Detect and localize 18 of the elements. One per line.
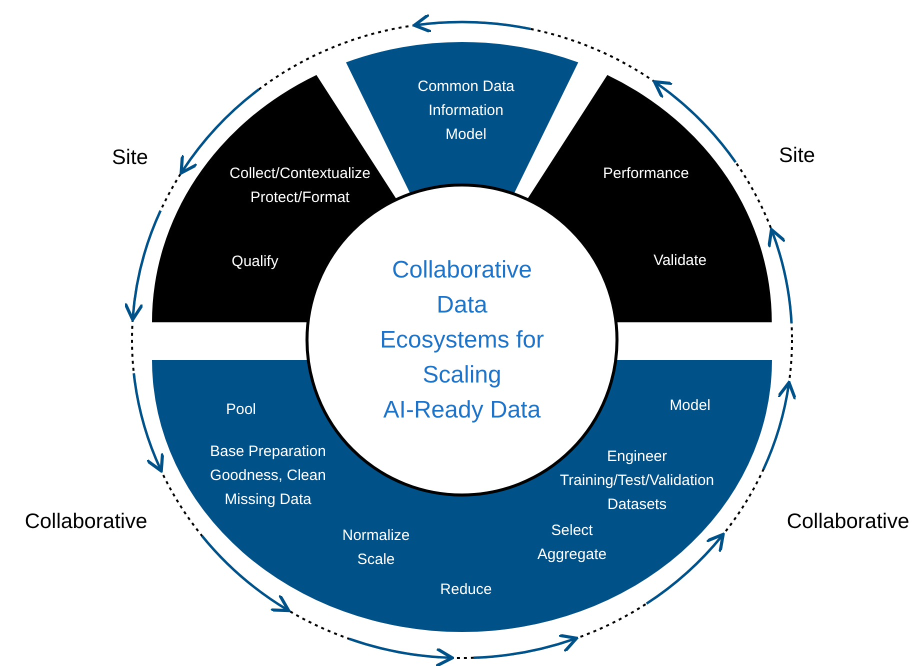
phase-label: Site — [778, 144, 816, 168]
center-title: Collaborative Data Ecosystems for Scaling AI-Ready Data — [378, 256, 546, 426]
process-sector — [152, 360, 772, 632]
step-label: Engineer Training/Test/Validation Datasets — [558, 447, 716, 515]
phase-label: Collaborative — [786, 510, 910, 534]
step-label: Base Preparation Goodness, Clean Missing Data — [209, 442, 327, 510]
phase-label: Site — [112, 146, 148, 170]
step-label: Model — [668, 396, 712, 416]
step-label: Validate — [652, 250, 708, 271]
step-label: Collect/Contextualize Protect/Format — [228, 164, 372, 208]
step-label: Pool — [224, 400, 258, 420]
step-label: Common Data Information Model — [416, 76, 516, 145]
step-label: Normalize Scale — [341, 526, 411, 570]
phase-label: Collaborative — [24, 510, 148, 534]
step-label: Reduce — [439, 580, 493, 600]
step-label: Select Aggregate — [536, 521, 608, 565]
step-label: Performance — [602, 164, 690, 184]
step-label: Qualify — [230, 252, 280, 272]
